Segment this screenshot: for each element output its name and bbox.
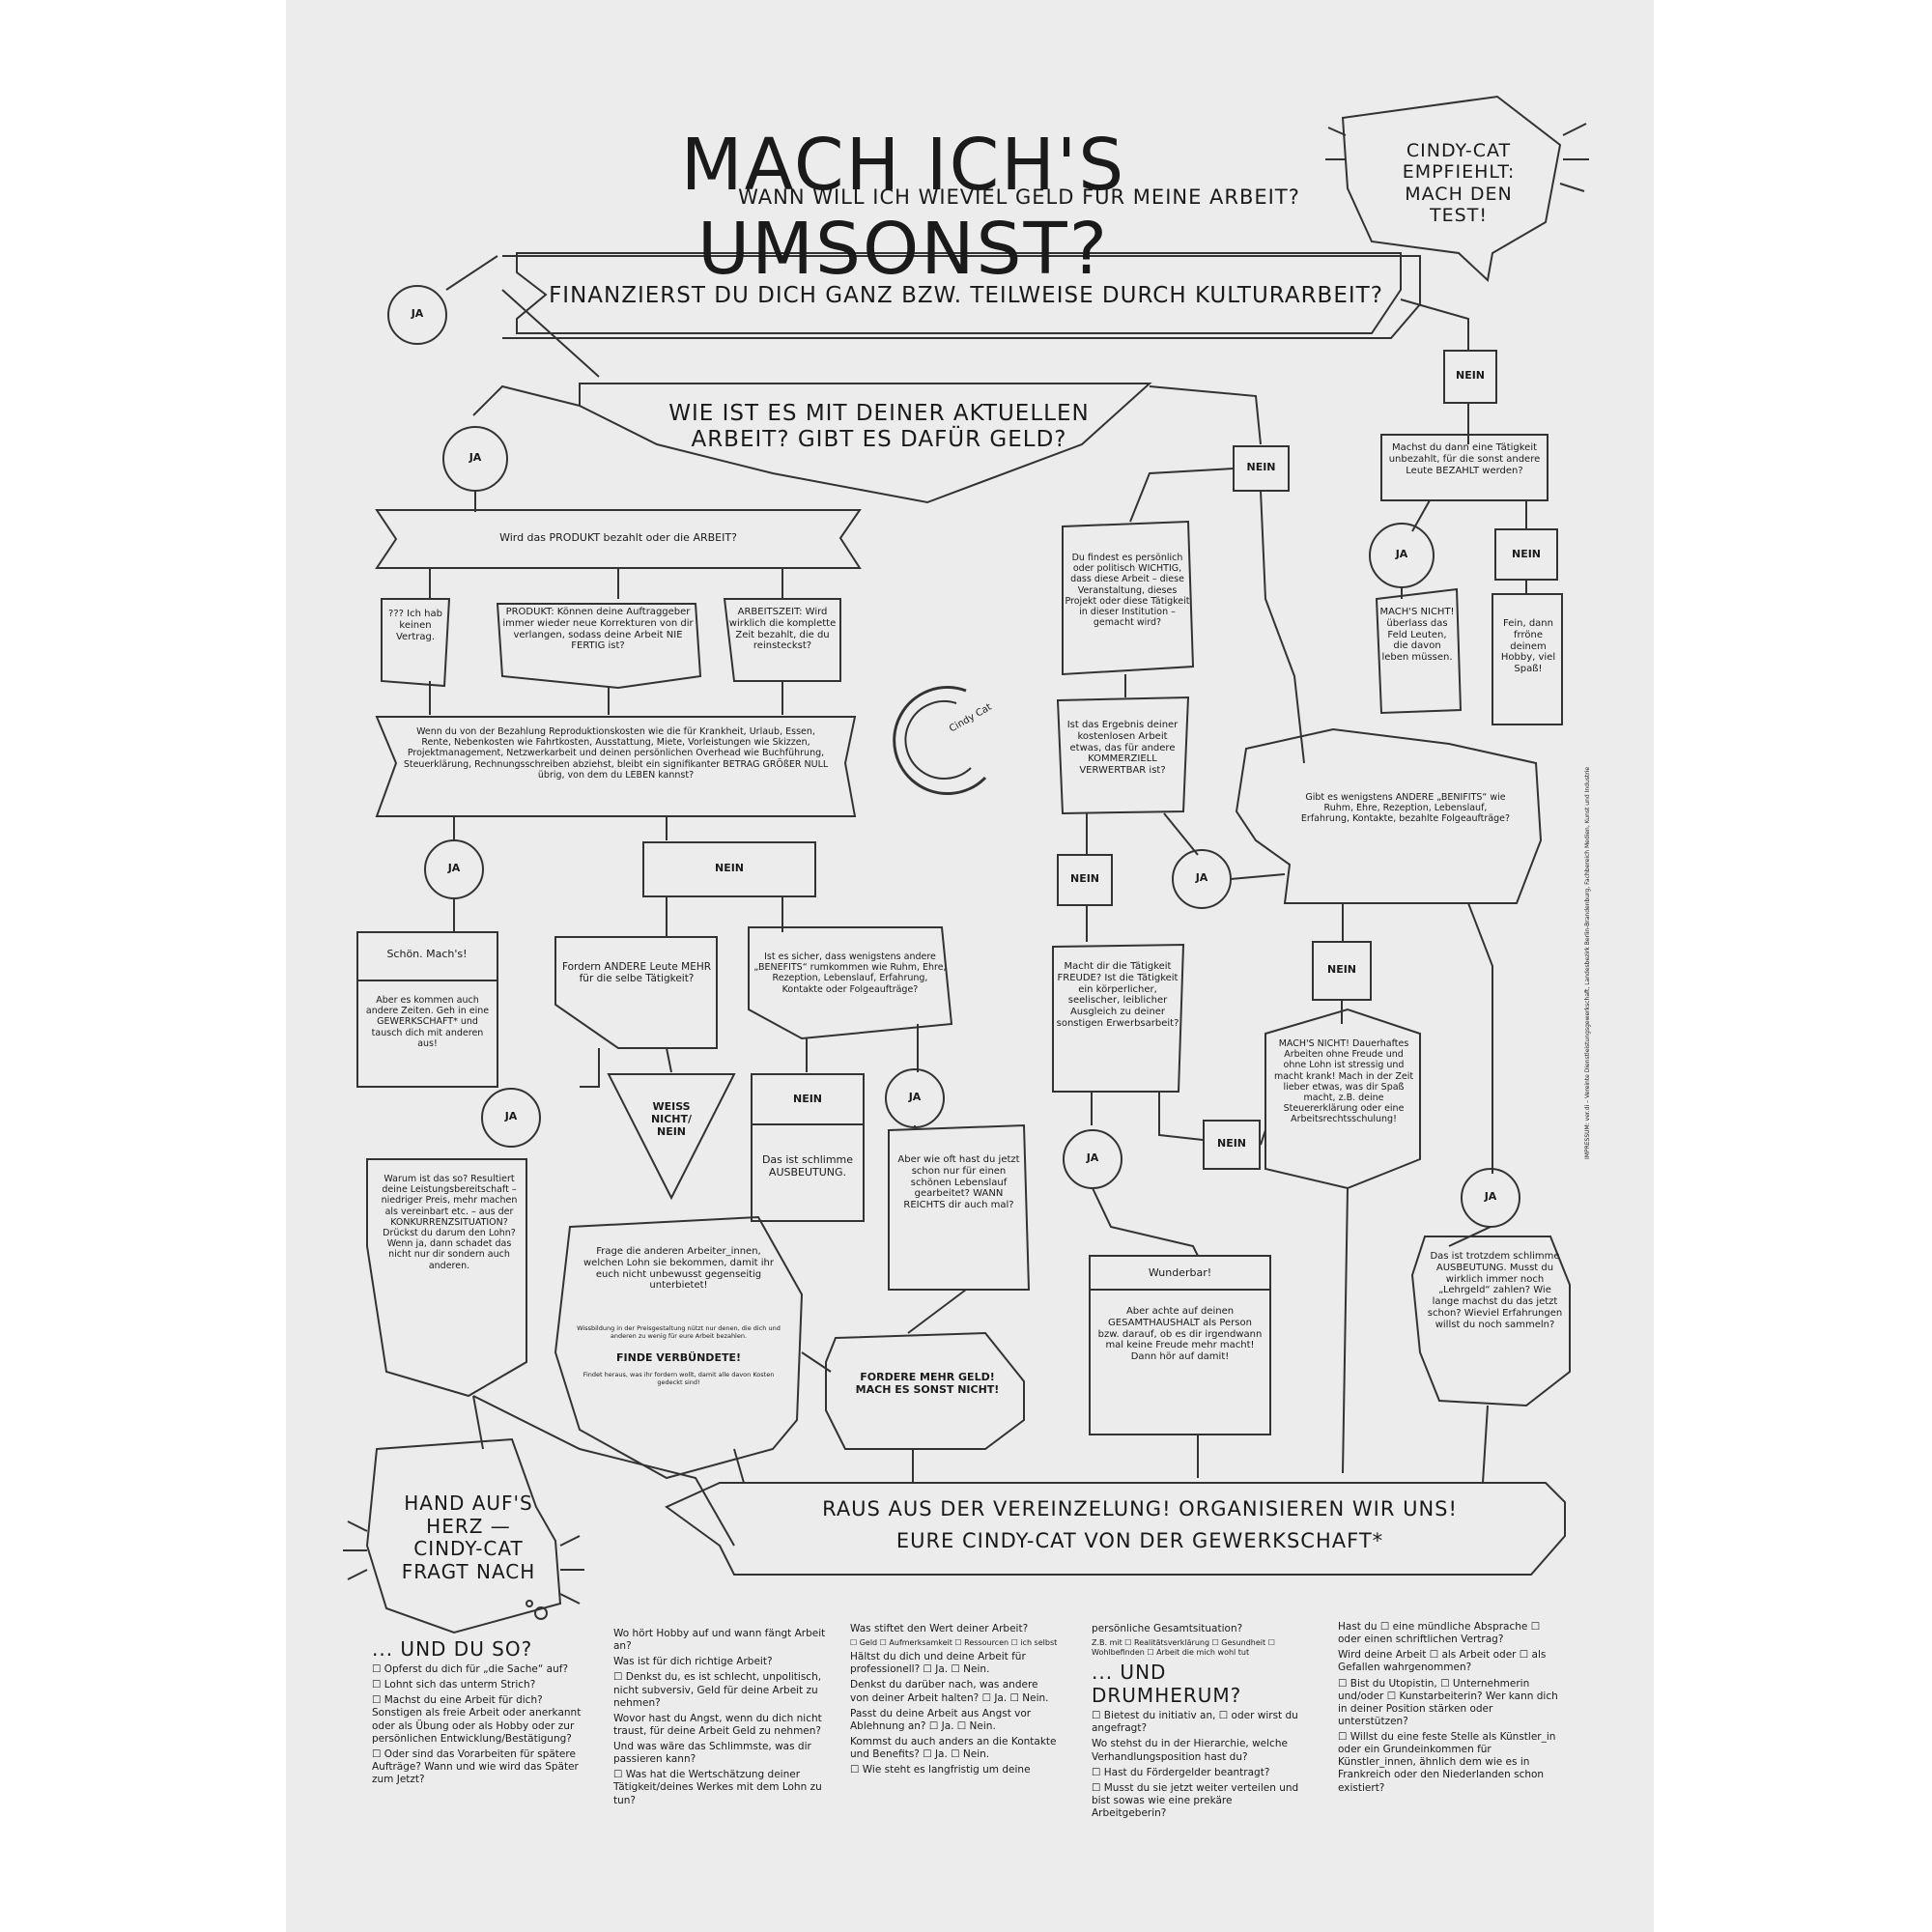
questionnaire-item: Wird deine Arbeit ☐ als Arbeit oder ☐ al… — [1338, 1649, 1547, 1674]
questionnaire-item: ☐ Willst du eine feste Stelle als Künstl… — [1338, 1731, 1556, 1794]
questionnaire-item: Denkst du darüber nach, was andere von d… — [850, 1679, 1049, 1704]
questionnaire-item: ☐ Geld ☐ Aufmerksamkeit ☐ Ressourcen ☐ i… — [850, 1638, 1058, 1648]
questionnaire-item: Und was wäre das Schlimmste, was dir pas… — [613, 1741, 811, 1766]
question-betrag: Wenn du von der Bezahlung Reproduktionsk… — [403, 726, 829, 781]
answer-arbeitszeit: ARBEITSZEIT: Wird wirklich die komplette… — [728, 607, 837, 652]
cat-bubble-bottom: HAND AUF'S HERZ — CINDY-CAT FRAGT NACH — [401, 1492, 536, 1583]
answer-frage-arbeiter: Frage die anderen Arbeiter_innen, welche… — [582, 1246, 774, 1292]
answer-wunderbar: Wunderbar! — [1148, 1266, 1212, 1279]
answer-produkt: PRODUKT: Können deine Auftraggeber immer… — [502, 607, 694, 652]
label-nein-2: NEIN — [1246, 461, 1276, 473]
questionnaire-item: Passt du deine Arbeit aus Angst vor Able… — [850, 1707, 1032, 1732]
question-produkt-arbeit: Wird das PRODUKT bezahlt oder die ARBEIT… — [499, 531, 737, 544]
questionnaire-col1-heading: ... UND DU SO? — [372, 1637, 533, 1661]
label-ja-5: JA — [504, 1110, 518, 1122]
credits: IMPRESSUM: ver.di – Vereinte Dienstleist… — [1584, 766, 1591, 1159]
answer-machs-nicht-feld: MACH'S NICHT! überlass das Feld Leuten, … — [1379, 607, 1455, 664]
answer-hobby: Fein, dann frröne deinem Hobby, viel Spa… — [1500, 618, 1556, 675]
label-ja-6: JA — [908, 1091, 922, 1103]
label-ja-8: JA — [1086, 1151, 1099, 1164]
answer-warum: Warum ist das so? Resultiert deine Leist… — [381, 1174, 518, 1271]
questionnaire-col2: Wo hört Hobby auf und wann fängt Arbeit … — [613, 1628, 826, 1810]
label-ja-1: JA — [411, 307, 424, 320]
questionnaire-item: ☐ Was hat die Wertschätzung deiner Tätig… — [613, 1769, 822, 1806]
questionnaire-item: ☐ Musst du sie jetzt weiter verteilen un… — [1092, 1781, 1299, 1819]
answer-trotzdem: Das ist trotzdem schlimme AUSBEUTUNG. Mu… — [1427, 1251, 1563, 1330]
label-ja-7: JA — [1195, 871, 1208, 884]
questionnaire-item: Wo hört Hobby auf und wann fängt Arbeit … — [613, 1628, 826, 1653]
label-nein-8: NEIN — [1216, 1137, 1247, 1150]
label-nein-3: NEIN — [1511, 548, 1542, 560]
label-ja-3: JA — [1395, 548, 1408, 560]
questionnaire-item: ☐ Oder sind das Vorarbeiten für spätere … — [372, 1747, 579, 1785]
poster — [286, 0, 1654, 1932]
question-benefits-andere: Gibt es wenigstens ANDERE „BENIFITS“ wie… — [1300, 792, 1511, 825]
answer-fordere: FORDERE MEHR GELD! MACH ES SONST NICHT! — [855, 1371, 1000, 1396]
page-title: MACH ICH'S UMSONST? — [680, 124, 1126, 292]
questionnaire-item: persönliche Gesamtsituation? — [1092, 1623, 1243, 1634]
question-andere-mehr: Fordern ANDERE Leute MEHR für die selbe … — [561, 961, 712, 985]
answer-weiss-nicht: WEISS NICHT/ NEIN — [650, 1100, 693, 1138]
label-nein-1: NEIN — [1455, 369, 1486, 382]
final-banner-line1: RAUS AUS DER VEREINZELUNG! ORGANISIEREN … — [822, 1497, 1458, 1520]
questionnaire-item: Was ist für dich richtige Arbeit? — [613, 1656, 773, 1668]
label-nein-4: NEIN — [714, 862, 745, 874]
answer-machs-nicht-stressig: MACH'S NICHT! Dauerhaftes Arbeiten ohne … — [1273, 1038, 1414, 1125]
answer-schoen: Schön. Mach's! — [386, 948, 468, 960]
label-nein-5: NEIN — [792, 1093, 823, 1105]
questionnaire-item: Hast du ☐ eine mündliche Absprache ☐ ode… — [1338, 1621, 1541, 1646]
answer-ausbeutung: Das ist schlimme AUSBEUTUNG. — [761, 1153, 854, 1179]
label-nein-6: NEIN — [1069, 872, 1100, 885]
answer-lebenslauf: Aber wie oft hast du jetzt schon nur für… — [897, 1154, 1020, 1211]
questionnaire-item: ☐ Wie steht es langfristig um deine — [850, 1764, 1031, 1776]
label-ja-2: JA — [469, 451, 482, 464]
questionnaire-item: ☐ Bietest du initiativ an, ☐ oder wirst … — [1092, 1710, 1298, 1735]
question-freude: Macht dir die Tätigkeit FREUDE? Ist die … — [1056, 961, 1179, 1029]
label-ja-9: JA — [1484, 1190, 1497, 1203]
label-ja-4: JA — [447, 862, 461, 874]
questionnaire-item: Wovor hast du Angst, wenn du dich nicht … — [613, 1712, 822, 1737]
question-wichtig: Du findest es persönlich oder politisch … — [1065, 553, 1190, 629]
final-banner-line2: EURE CINDY-CAT VON DER GEWERKSCHAFT* — [895, 1529, 1384, 1552]
questionnaire-item: Hältst du dich und deine Arbeit für prof… — [850, 1651, 1026, 1676]
questionnaire-item: ☐ Hast du Fördergelder beantragt? — [1092, 1766, 1270, 1778]
question-unbezahlt: Machst du dann eine Tätigkeit unbezahlt,… — [1388, 442, 1541, 476]
answer-gesamthaushalt: Aber achte auf deinen GESAMTHAUSHALT als… — [1097, 1306, 1263, 1363]
questionnaire-item: Z.B. mit ☐ Realitätsverklärung ☐ Gesundh… — [1092, 1638, 1275, 1658]
questionnaire-item: Wo stehst du in der Hierarchie, welche V… — [1092, 1738, 1288, 1763]
answer-gewerkschaft: Aber es kommen auch andere Zeiten. Geh i… — [365, 995, 490, 1049]
question-kulturarbeit: FINANZIERST DU DICH GANZ BZW. TEILWEISE … — [549, 283, 1383, 308]
questionnaire-item: ☐ Machst du eine Arbeit für dich? Sonsti… — [372, 1694, 582, 1745]
questionnaire-item: Was stiftet den Wert deiner Arbeit? — [850, 1623, 1029, 1634]
questionnaire-item: ☐ Denkst du, es ist schlecht, unpolitisc… — [613, 1671, 822, 1709]
cat-bubble-top: CINDY-CAT EMPFIEHLT: MACH DEN TEST! — [1402, 140, 1516, 227]
answer-transparenz: Wissbildung in der Preisgestaltung nützt… — [577, 1324, 781, 1340]
questionnaire-item: ☐ Lohnt sich das unterm Strich? — [372, 1679, 536, 1691]
questionnaire-col5: Hast du ☐ eine mündliche Absprache ☐ ode… — [1338, 1621, 1565, 1798]
questionnaire-col4: persönliche Gesamtsituation? Z.B. mit ☐ … — [1092, 1623, 1304, 1823]
label-nein-7: NEIN — [1326, 963, 1357, 976]
question-benefits-sicher: Ist es sicher, dass wenigstens andere „B… — [753, 952, 947, 995]
answer-verbuendete-sub: Findet heraus, was ihr fordern wollt, da… — [582, 1371, 775, 1386]
page-subtitle: WANN WILL ICH WIEVIEL GELD FÜR MEINE ARB… — [738, 185, 1300, 209]
questionnaire-item: ☐ Bist du Utopistin, ☐ Unternehmerin und… — [1338, 1677, 1558, 1727]
questionnaire-col4-heading: ... UND DRUMHERUM? — [1092, 1661, 1242, 1708]
question-aktuelle-arbeit: WIE IST ES MIT DEINER AKTUELLEN ARBEIT? … — [668, 401, 1090, 453]
answer-kein-vertrag: ??? Ich hab keinen Vertrag. — [388, 609, 442, 642]
answer-verbuendete: FINDE VERBÜNDETE! — [616, 1351, 741, 1364]
questionnaire-item: Kommst du auch anders an die Kontakte un… — [850, 1735, 1057, 1760]
questionnaire-col3: Was stiftet den Wert deiner Arbeit? ☐ Ge… — [850, 1623, 1058, 1779]
question-kommerziell: Ist das Ergebnis deiner kostenlosen Arbe… — [1066, 720, 1179, 777]
questionnaire-col1: ... UND DU SO? ☐ Opferst du dich für „di… — [372, 1637, 594, 1789]
questionnaire-item: ☐ Opferst du dich für „die Sache“ auf? — [372, 1663, 569, 1675]
